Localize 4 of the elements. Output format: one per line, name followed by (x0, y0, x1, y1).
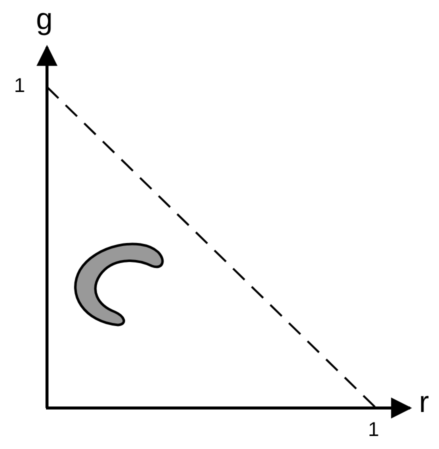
axis-label: g (36, 5, 53, 35)
tick-label: 1 (14, 76, 26, 96)
tick-label: 1 (368, 420, 380, 440)
axis-label: r (419, 388, 429, 418)
